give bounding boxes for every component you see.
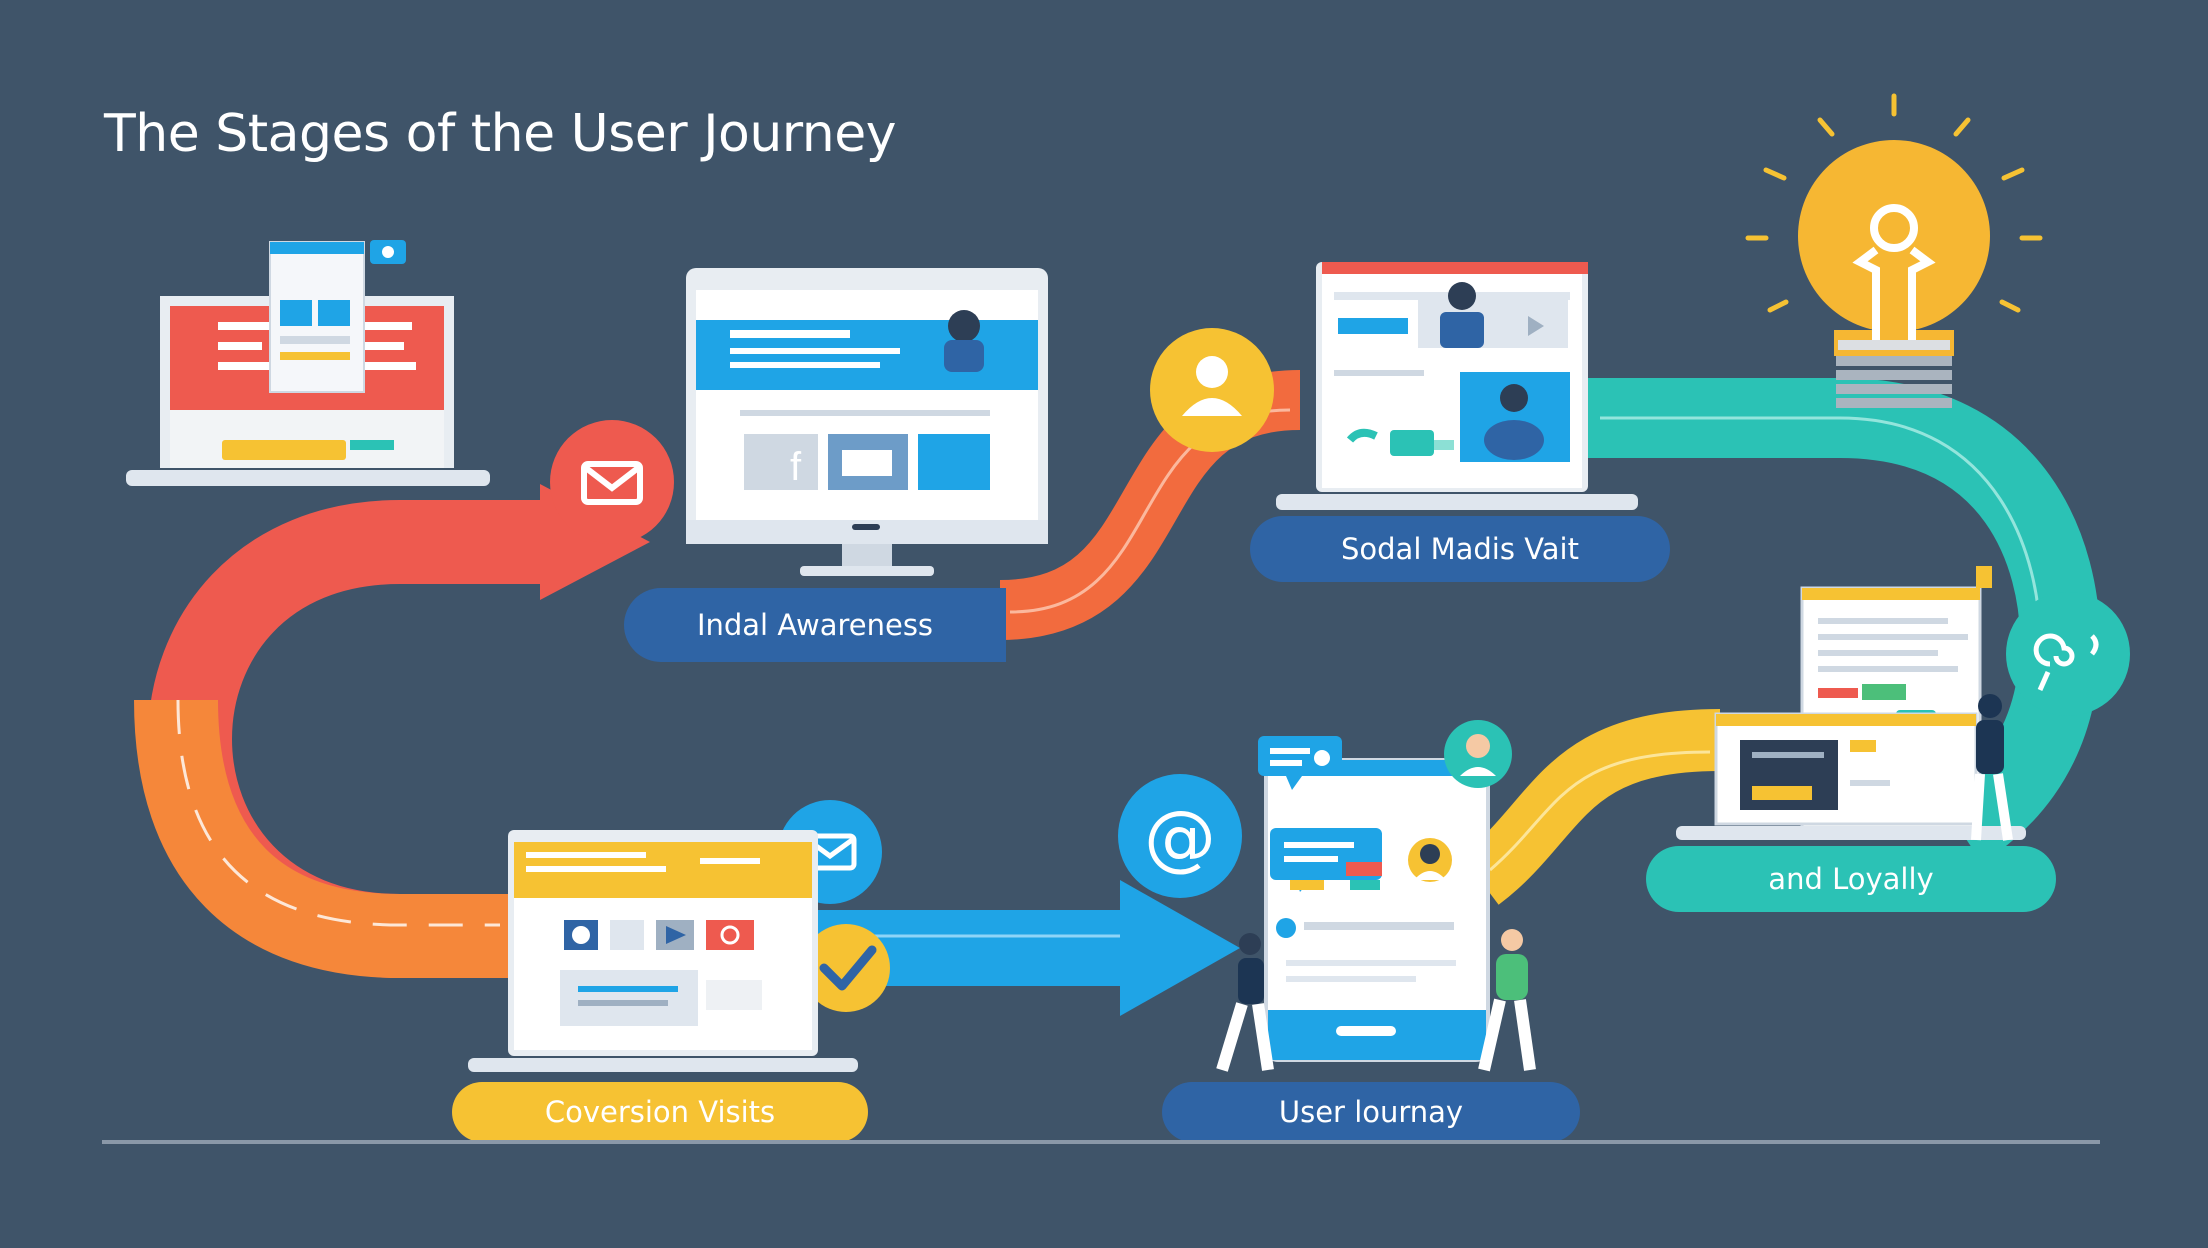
tablet-user-journey — [1216, 720, 1536, 1072]
monitor-awareness: f — [686, 268, 1048, 576]
stage-label-user-journey: User lournay — [1162, 1082, 1580, 1142]
laptop-conversion — [468, 830, 858, 1072]
page-title: The Stages of the User Journey — [104, 104, 897, 164]
lightbulb-icon — [1745, 93, 2043, 408]
flow-path-yellow-line — [1489, 750, 1711, 872]
stage-label-awareness: Indal Awareness — [624, 588, 1006, 662]
email-icon — [550, 420, 674, 544]
stage-label-conversion: Coversion Visits — [452, 1082, 868, 1142]
loyalty-swirl-icon — [2006, 592, 2130, 716]
svg-text:@: @ — [1144, 795, 1216, 879]
laptop-social-media — [1276, 262, 1638, 510]
baseline-divider — [102, 1140, 2100, 1144]
stage-label-social-media: Sodal Madis Vait — [1250, 516, 1670, 582]
flow-path-orange-lower — [134, 699, 520, 978]
checkmark-icon — [802, 924, 890, 1012]
laptop-loyalty — [1676, 566, 2026, 841]
at-sign-icon: @ — [1118, 774, 1242, 898]
user-avatar-icon — [1150, 328, 1274, 452]
facebook-letter-icon: f — [790, 445, 802, 489]
arrow-head-blue — [1120, 880, 1240, 1016]
flow-path-dash — [176, 699, 500, 927]
laptop-landing-page — [126, 240, 490, 486]
stage-label-loyalty: and Loyally — [1646, 846, 2056, 912]
